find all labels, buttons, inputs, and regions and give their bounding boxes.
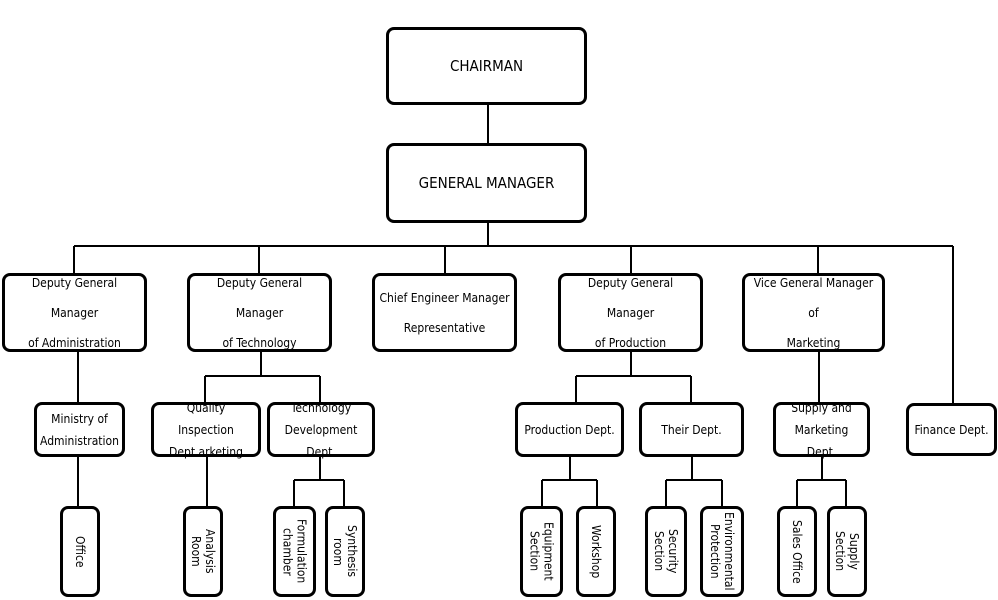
- supply-section-label: Supply Section: [833, 531, 861, 572]
- quality-inspection-box: Quality Inspection Dept.arketing: [151, 401, 261, 459]
- supply-section-box: Supply Section: [827, 506, 867, 597]
- sales-office-label: Sales Office: [790, 519, 804, 584]
- general-manager-label: GENERAL MANAGER: [418, 174, 555, 192]
- sales-office-box: Sales Office: [777, 506, 817, 597]
- equipment-section-box: Equipment Section: [520, 506, 563, 597]
- supply-marketing-dept-label: Supply and Marketing Dept.: [791, 400, 852, 459]
- equipment-section-label: Equipment Section: [527, 522, 556, 581]
- office-box: Office: [60, 506, 100, 597]
- security-section-label: Security Section: [652, 529, 680, 574]
- finance-dept-box: Finance Dept.: [906, 403, 997, 456]
- technology-development-box: Technology Development Dept.: [267, 401, 375, 459]
- deputy-gm-technology-label: Deputy General Manager of Technology: [216, 275, 303, 350]
- deputy-gm-technology-box: Deputy General Manager of Technology: [187, 273, 332, 352]
- chairman-box: CHAIRMAN: [386, 27, 587, 105]
- production-dept-box: Production Dept.: [515, 402, 624, 457]
- deputy-gm-production-box: Deputy General Manager of Production: [558, 273, 703, 352]
- analysis-room-box: Analysis Room: [183, 506, 223, 597]
- chief-engineer-box: Chief Engineer Manager Representative: [372, 273, 517, 352]
- deputy-gm-production-label: Deputy General Manager of Production: [587, 275, 674, 350]
- vice-gm-marketing-label: Vice General Manager of Marketing: [753, 275, 874, 350]
- their-dept-box: Their Dept.: [639, 402, 744, 457]
- ministry-of-administration-label: Ministry of Administration: [40, 411, 119, 448]
- chairman-label: CHAIRMAN: [449, 57, 524, 75]
- office-label: Office: [73, 535, 87, 568]
- deputy-gm-administration-box: Deputy General Manager of Administration: [2, 273, 147, 352]
- synthesis-room-box: Synthesis room: [325, 506, 365, 597]
- environmental-protection-label: Environmental Protection: [708, 512, 736, 591]
- security-section-box: Security Section: [645, 506, 687, 597]
- chief-engineer-label: Chief Engineer Manager Representative: [379, 290, 510, 335]
- synthesis-room-label: Synthesis room: [331, 525, 359, 578]
- environmental-protection-box: Environmental Protection: [700, 506, 744, 597]
- quality-inspection-label: Quality Inspection Dept.arketing: [169, 400, 243, 459]
- production-dept-label: Production Dept.: [524, 422, 615, 437]
- vice-gm-marketing-box: Vice General Manager of Marketing: [742, 273, 885, 352]
- analysis-room-label: Analysis Room: [189, 529, 217, 574]
- deputy-gm-administration-label: Deputy General Manager of Administration: [28, 275, 121, 350]
- ministry-of-administration-box: Ministry of Administration: [34, 402, 125, 457]
- their-dept-label: Their Dept.: [661, 422, 722, 437]
- finance-dept-label: Finance Dept.: [914, 422, 989, 437]
- general-manager-box: GENERAL MANAGER: [386, 143, 587, 223]
- supply-marketing-dept-box: Supply and Marketing Dept.: [773, 401, 870, 459]
- formulation-chamber-label: Formulation chamber: [280, 519, 309, 584]
- technology-development-label: Technology Development Dept.: [284, 400, 358, 459]
- workshop-box: Workshop: [576, 506, 616, 597]
- formulation-chamber-box: Formulation chamber: [273, 506, 316, 597]
- workshop-label: Workshop: [589, 524, 603, 579]
